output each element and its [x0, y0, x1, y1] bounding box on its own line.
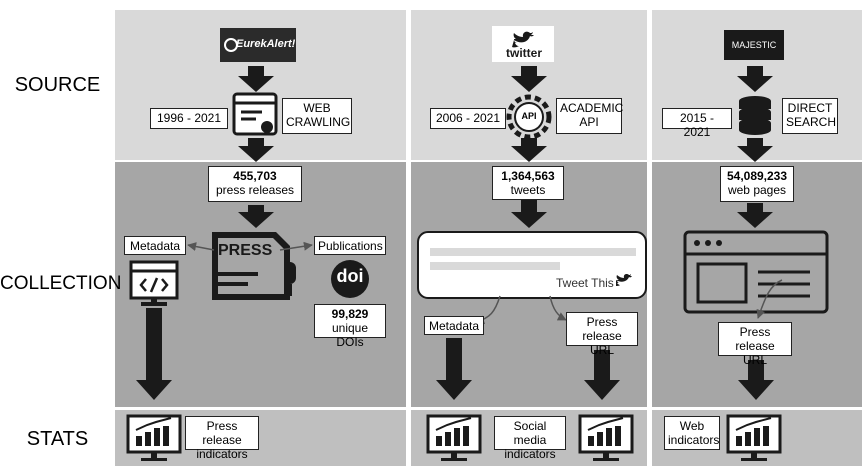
indicator-line2: indicators [196, 447, 248, 461]
indicator-line1: Social media [513, 419, 547, 447]
twitter-logo [492, 26, 554, 62]
arrow-down-icon [238, 138, 274, 162]
metadata-label: Metadata [124, 236, 186, 255]
indicator-line1: Press release [202, 419, 242, 447]
arrow-down-icon [511, 138, 547, 162]
count-unit: web pages [727, 183, 787, 197]
arrow-down-icon [436, 338, 472, 400]
connector-to-url [549, 295, 567, 321]
method-label: WEB CRAWLING [282, 98, 352, 134]
stats-monitor-icon [726, 414, 782, 461]
arrow-down-icon [511, 200, 547, 228]
method-line1: WEB [303, 101, 331, 115]
years-label: 2006 - 2021 [430, 108, 506, 129]
stats-monitor-icon [126, 414, 182, 461]
row-label-source: SOURCE [14, 74, 101, 96]
connector-to-url [756, 279, 783, 319]
arrow-down-icon [737, 138, 773, 162]
method-line2: API [579, 115, 599, 129]
method-line2: SEARCH [786, 115, 837, 129]
api-label: API [521, 111, 537, 121]
indicators-label: Social media indicators [494, 416, 566, 461]
twitter-logo-text: twitter [506, 46, 542, 60]
count-unit: press releases [215, 183, 295, 197]
count-unit: tweets [510, 183, 546, 197]
stats-monitor-icon [578, 414, 634, 461]
arrow-down-icon [584, 350, 620, 400]
arrow-down-icon [738, 360, 774, 400]
row-label-collection: COLLECTION [0, 273, 122, 294]
arrow-down-icon [238, 205, 274, 228]
connector-to-metadata [187, 242, 215, 251]
indicator-line2: indicators [668, 433, 720, 447]
count-value: 1,364,563 [501, 169, 555, 183]
twitter-bird-icon [616, 274, 632, 286]
doi-word: doi [336, 266, 364, 286]
method-line1: ACADEMIC [560, 101, 624, 115]
web-crawling-icon [232, 92, 278, 136]
row-label-stats: STATS [26, 428, 89, 450]
press-word: PRESS [218, 242, 273, 259]
indicator-line2: indicators [504, 447, 556, 461]
indicators-label: Web indicators [664, 416, 720, 450]
stats-monitor-icon [426, 414, 482, 461]
method-label: ACADEMIC API [556, 98, 624, 134]
arrow-down-icon [737, 203, 773, 228]
arrow-down-icon [737, 66, 773, 92]
method-label: DIRECT SEARCH [782, 98, 838, 134]
count-label: 455,703 press releases [208, 166, 302, 202]
dois-count: 99,829 [331, 307, 369, 321]
tweet-this-label: Tweet This [556, 276, 614, 290]
metadata-label: Metadata [424, 316, 484, 335]
tweet-card [417, 231, 647, 299]
url-line1: Press release [582, 315, 622, 343]
eurekalert-logo-text: EurekAlert! [236, 38, 296, 50]
code-monitor-icon [129, 260, 179, 306]
arrow-down-icon [511, 66, 547, 92]
indicator-line1: Web [679, 419, 705, 433]
press-release-url-label: Press release URL [566, 312, 638, 357]
count-label: 1,364,563 tweets [492, 166, 564, 200]
years-label: 1996 - 2021 [150, 108, 228, 129]
doi-icon [331, 260, 369, 298]
method-line2: CRAWLING [286, 115, 351, 129]
database-icon [739, 96, 771, 135]
arrow-down-icon [238, 66, 274, 92]
majestic-logo [724, 30, 784, 60]
arrow-down-icon [136, 308, 172, 400]
url-line2: URL [589, 343, 614, 357]
dois-unit: unique DOIs [331, 321, 369, 349]
count-value: 455,703 [233, 169, 277, 183]
url-line1: Press release [735, 325, 775, 353]
publications-label: Publications [314, 236, 386, 255]
indicators-label: Press release indicators [185, 416, 259, 461]
press-release-url-label: Press release URL [718, 322, 792, 367]
web-page-icon [683, 230, 829, 314]
majestic-logo-text: MAJESTIC [731, 40, 777, 50]
eurekalert-logo [220, 28, 296, 62]
years-label: 2015 - 2021 [662, 108, 732, 139]
count-label: 54,089,233 web pages [720, 166, 794, 202]
count-value: 54,089,233 [726, 169, 788, 183]
api-gear-icon [506, 94, 552, 140]
dois-label: 99,829 unique DOIs [314, 304, 386, 349]
url-line2: URL [742, 353, 767, 367]
press-document-icon [212, 232, 296, 300]
connector-to-publications [279, 241, 313, 251]
method-line1: DIRECT [787, 101, 833, 115]
